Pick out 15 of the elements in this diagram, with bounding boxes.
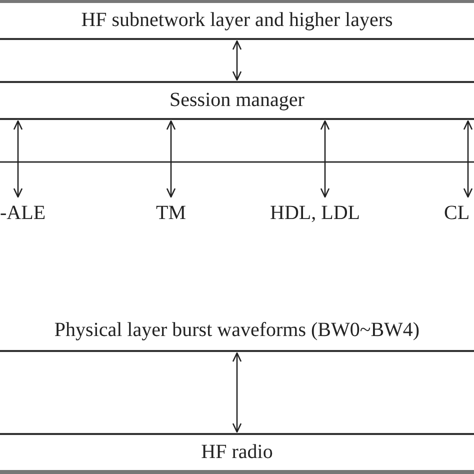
layer-title: HF subnetwork layer and higher layers bbox=[81, 9, 393, 32]
double-arrow bbox=[232, 40, 242, 81]
protocol-name: -ALE bbox=[0, 202, 46, 224]
double-arrow bbox=[13, 120, 23, 198]
protocol-name: CL bbox=[444, 202, 470, 224]
layer-band bbox=[0, 81, 474, 120]
double-arrow bbox=[166, 120, 176, 198]
layer-title: Physical layer burst waveforms (BW0~BW4) bbox=[54, 318, 420, 342]
protocol-name: TM bbox=[156, 202, 186, 224]
double-arrow bbox=[320, 120, 330, 198]
double-arrow bbox=[232, 352, 242, 433]
protocol-name: HDL, LDL bbox=[270, 202, 360, 224]
layer-title: Session manager bbox=[170, 89, 304, 112]
double-arrow bbox=[463, 120, 473, 198]
layer-title: HF radio bbox=[201, 441, 273, 464]
